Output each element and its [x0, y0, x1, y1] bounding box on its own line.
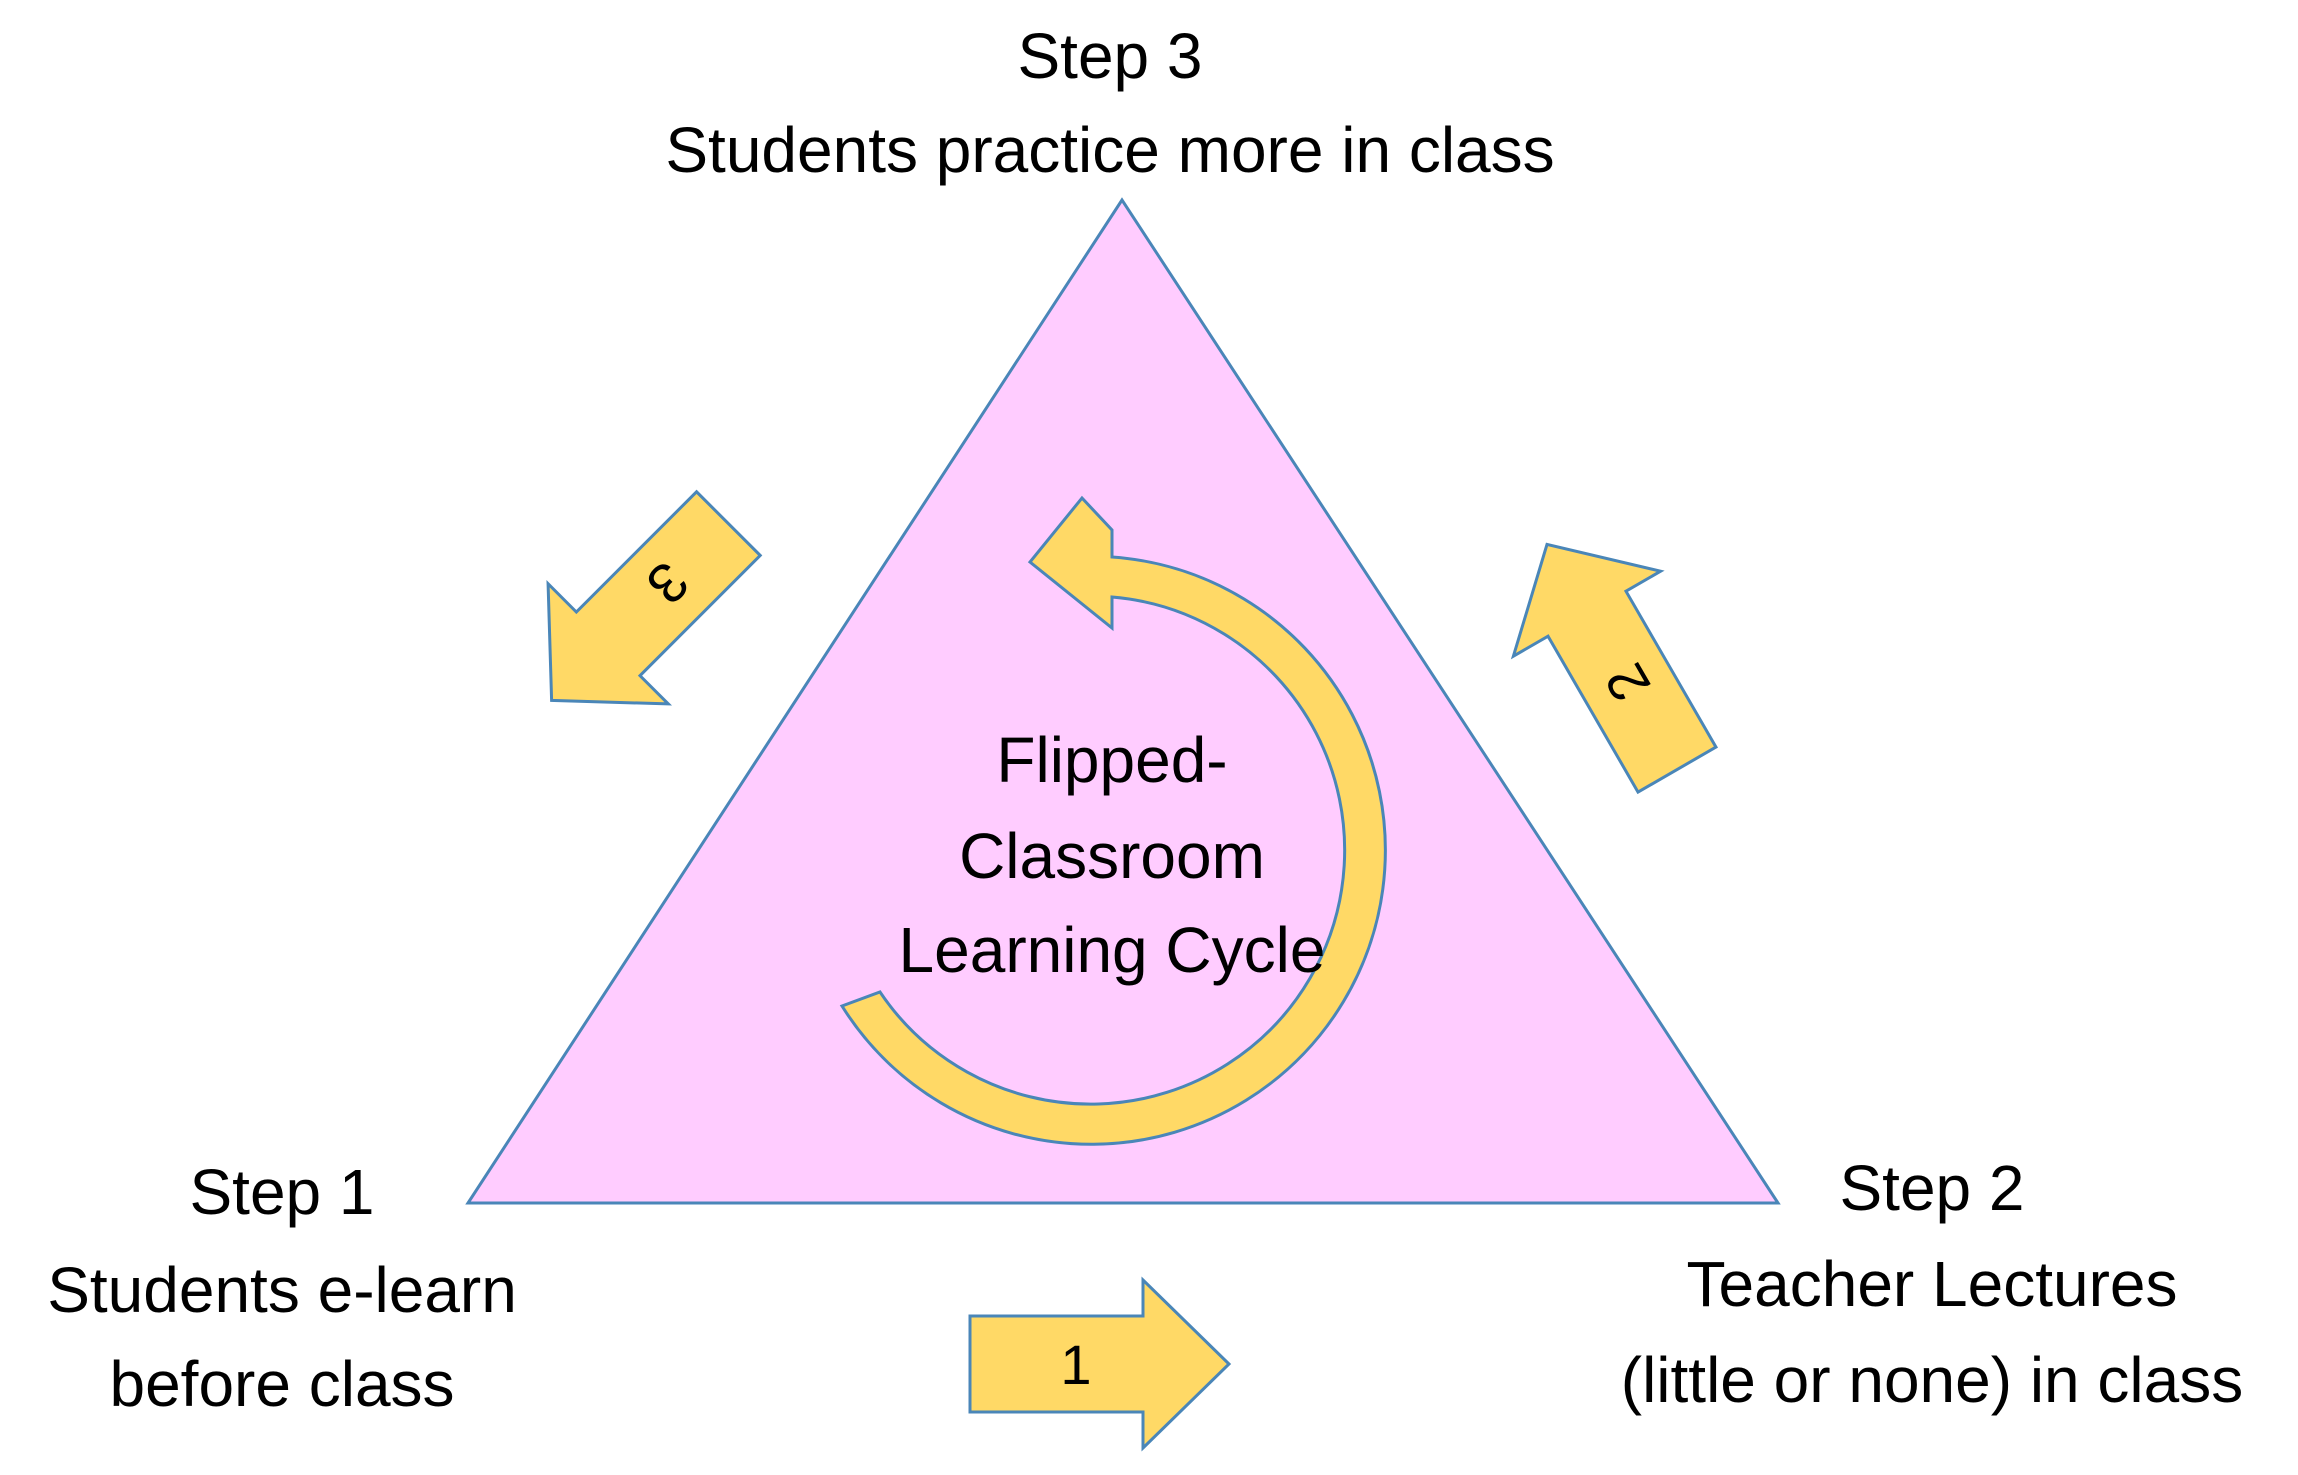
step3-description: Students practice more in class [665, 114, 1554, 186]
cycle-triangle [465, 197, 1781, 1205]
center-title-line2: Classroom [959, 820, 1265, 892]
step2-title: Step 2 [1839, 1152, 2024, 1224]
step2-to-step3-arrow-icon [1510, 542, 1719, 795]
arrow-1-number: 1 [1060, 1333, 1091, 1396]
cycle-arrow-icon [839, 495, 1387, 1146]
center-title-line1: Flipped- [996, 724, 1227, 796]
step3-to-step1-arrow-icon [546, 489, 763, 706]
step1-description-line2: before class [109, 1348, 454, 1420]
step1-title: Step 1 [189, 1156, 374, 1228]
center-title-line3: Learning Cycle [899, 914, 1326, 986]
step2-description-line1: Teacher Lectures [1687, 1248, 2178, 1320]
step3-title: Step 3 [1017, 20, 1202, 92]
step1-description-line1: Students e-learn [47, 1254, 517, 1326]
step2-description-line2: (little or none) in class [1621, 1344, 2243, 1416]
step1-to-step2-arrow-icon [968, 1276, 1232, 1452]
